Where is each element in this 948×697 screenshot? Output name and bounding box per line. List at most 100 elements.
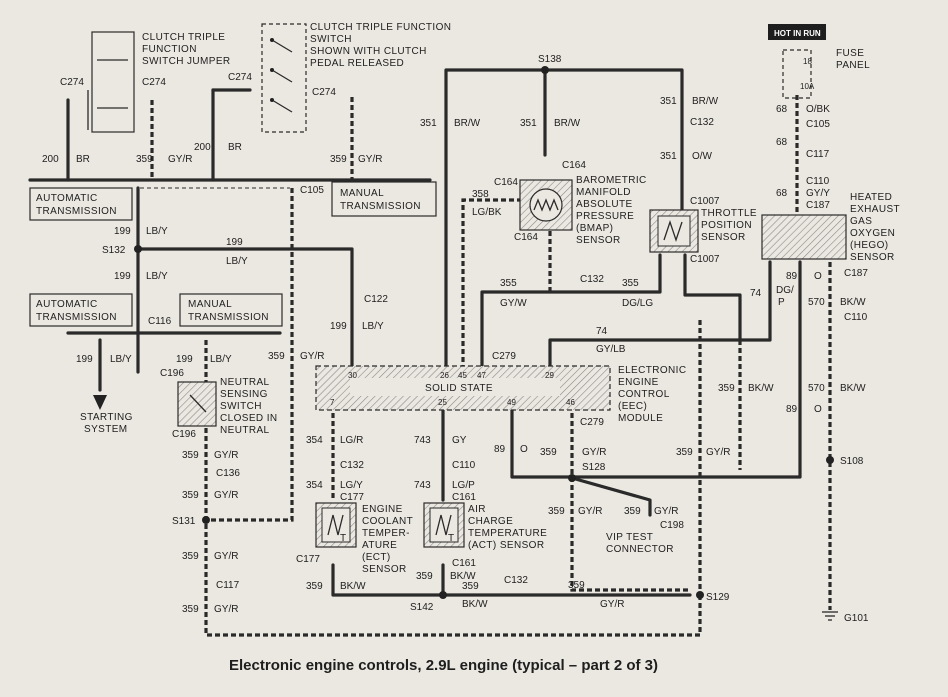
connector-c164-a: C164 <box>562 160 586 171</box>
color-lgp: LG/P <box>452 480 475 491</box>
act-resistor <box>435 514 452 536</box>
color-gyr-a: GY/R <box>168 154 192 165</box>
hego-label-1: HEATED <box>850 192 892 203</box>
ground-g101: G101 <box>844 613 869 624</box>
manual-trans-1a: MANUAL <box>340 188 384 199</box>
ect-label-4: ATURE <box>362 540 397 551</box>
connector-c105-a: C105 <box>300 185 324 196</box>
clutch-switch-contacts <box>270 38 293 113</box>
color-o-b: O <box>814 404 822 415</box>
manual-trans-1b: TRANSMISSION <box>340 201 421 212</box>
vip-label-1: VIP TEST <box>606 532 653 543</box>
wires <box>28 68 832 637</box>
circuit-351-a: 351 <box>420 118 437 129</box>
connector-c164-b: C164 <box>494 177 518 188</box>
ect-label-2: COOLANT <box>362 516 413 527</box>
wire-351-brw <box>444 68 684 372</box>
connector-c161-b: C161 <box>452 558 476 569</box>
connector-c117-a: C117 <box>216 580 240 591</box>
circuit-359-h: 359 <box>718 383 735 394</box>
color-bkw-d: BK/W <box>340 581 366 592</box>
connector-c187-b: C187 <box>844 268 868 279</box>
color-lby-c: LB/Y <box>146 271 168 282</box>
ect-resistor <box>327 514 344 536</box>
circuit-68-c: 68 <box>776 188 788 199</box>
bmap-wave <box>533 198 559 212</box>
tps-label-1: THROTTLE <box>701 208 757 219</box>
circuit-68-a: 68 <box>776 104 788 115</box>
circuit-355-a: 355 <box>500 278 517 289</box>
color-bkw-a: BK/W <box>840 297 866 308</box>
eec-label-bg <box>350 378 560 396</box>
connector-c136: C136 <box>216 468 240 479</box>
nss-label-2: SENSING <box>220 389 268 400</box>
color-o-a: O <box>814 271 822 282</box>
splice-dots <box>134 66 834 599</box>
color-gyr-k: GY/R <box>654 506 678 517</box>
connector-c110-b: C110 <box>806 176 830 187</box>
vip-label-2: CONNECTOR <box>606 544 674 555</box>
connector-c274-a: C274 <box>60 77 84 88</box>
circuit-354-a: 354 <box>306 435 323 446</box>
circuit-68-b: 68 <box>776 137 788 148</box>
ect-label-3: TEMPER- <box>362 528 410 539</box>
clutch-switch-box <box>261 23 307 133</box>
color-bkw-e: BK/W <box>450 571 476 582</box>
starting-label-1: STARTING <box>80 412 133 423</box>
connector-c132-c: C132 <box>580 274 604 285</box>
circuit-359-m: 359 <box>568 580 585 591</box>
splice-s138: S138 <box>538 54 562 65</box>
color-brw-a: BR/W <box>454 118 481 129</box>
connector-c116: C116 <box>148 316 172 327</box>
nss-label-3: SWITCH <box>220 401 262 412</box>
circuit-354-b: 354 <box>306 480 323 491</box>
hego-label-6: SENSOR <box>850 252 895 263</box>
splice-s142: S142 <box>410 602 434 613</box>
act-label-1: AIR <box>468 504 486 515</box>
wire-tps-ground <box>683 253 742 342</box>
connector-c110-c: C110 <box>844 312 868 323</box>
splice-s128: S128 <box>582 462 606 473</box>
pin-7: 7 <box>330 398 335 407</box>
cts-label-2: SWITCH <box>310 34 352 45</box>
fuse-panel-label-1: FUSE <box>836 48 864 59</box>
color-br-a: BR <box>76 154 90 165</box>
color-dglg: DG/LG <box>622 298 653 309</box>
wire-199-to-eec <box>138 247 354 372</box>
connector-c164-c: C164 <box>514 232 538 243</box>
circuit-359-g: 359 <box>182 604 199 615</box>
hego-label-4: OXYGEN <box>850 228 895 239</box>
pin-29: 29 <box>545 371 554 380</box>
color-lby-d: LB/Y <box>110 354 132 365</box>
nss-label-4: CLOSED IN <box>220 413 278 424</box>
eec-label-2: ENGINE <box>618 377 659 388</box>
color-gy: GY <box>452 435 467 446</box>
color-bkw-f: BK/W <box>462 599 488 610</box>
connector-c161-a: C161 <box>452 492 476 503</box>
connector-c132-d: C132 <box>504 575 528 586</box>
cts-label-4: PEDAL RELEASED <box>310 58 404 69</box>
color-o-c: O <box>520 444 528 455</box>
hot-badge-box <box>768 24 826 40</box>
circuit-359-a: 359 <box>136 154 153 165</box>
wire-89 <box>510 260 802 479</box>
cts-label-1: CLUTCH TRIPLE FUNCTION <box>310 22 451 33</box>
eec-label-3: CONTROL <box>618 389 670 400</box>
circuit-355-b: 355 <box>622 278 639 289</box>
ect-label-5: (ECT) <box>362 552 391 563</box>
jumper-label-3: SWITCH JUMPER <box>142 56 231 67</box>
circuit-359-l: 359 <box>624 506 641 517</box>
color-gyr-c: GY/R <box>300 351 324 362</box>
wire-74 <box>548 260 772 372</box>
circuit-359-i: 359 <box>540 447 557 458</box>
connector-c132-a: C132 <box>340 460 364 471</box>
color-gyr-h: GY/R <box>582 447 606 458</box>
circuit-200-b: 200 <box>194 142 211 153</box>
circuit-570-a: 570 <box>808 297 825 308</box>
circuit-359-e: 359 <box>182 490 199 501</box>
connector-c196-b: C196 <box>172 429 196 440</box>
diagram-caption: Electronic engine controls, 2.9L engine … <box>229 657 658 674</box>
color-gyr-f: GY/R <box>214 551 238 562</box>
fuse-18-label: 18 <box>803 57 812 66</box>
circuit-743-b: 743 <box>414 480 431 491</box>
